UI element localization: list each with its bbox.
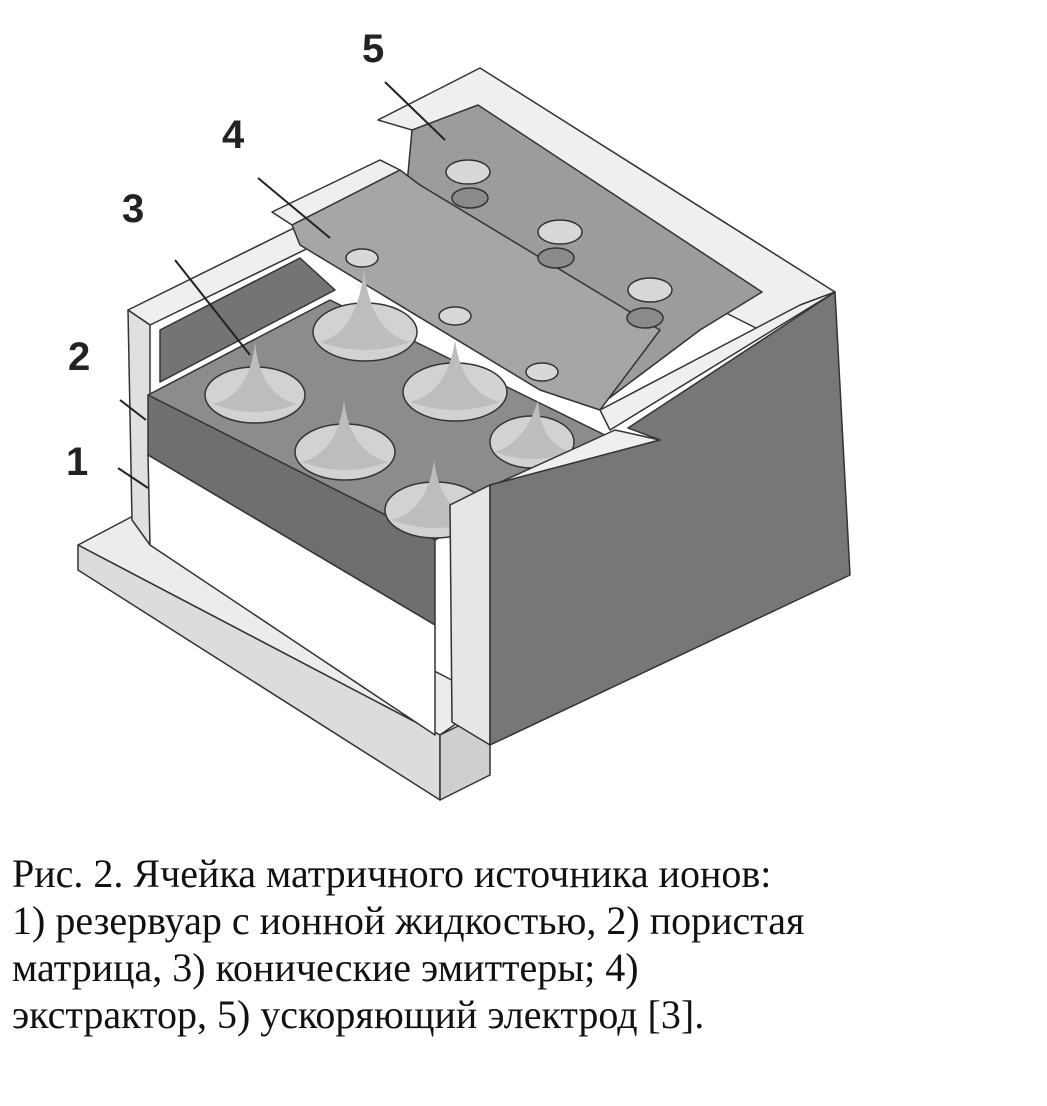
figure-caption: Рис. 2. Ячейка матричного источника ионо… bbox=[12, 850, 1032, 1038]
back-wall-interior bbox=[159, 257, 336, 383]
emitter bbox=[204, 342, 306, 424]
right-block-side bbox=[489, 291, 851, 746]
emitter bbox=[294, 400, 396, 481]
caption-line: экстрактор, 5) ускоряющий электрод [3]. bbox=[12, 992, 705, 1037]
label-1: 1 bbox=[66, 440, 88, 484]
label-4: 4 bbox=[222, 113, 245, 157]
pointer-lines bbox=[117, 81, 446, 489]
caption-line: 1) резервуар с ионной жидкостью, 2) пори… bbox=[12, 898, 805, 943]
right-wall-front bbox=[449, 484, 491, 746]
conical-emitters bbox=[204, 268, 575, 539]
emitter bbox=[489, 400, 575, 469]
label-3: 3 bbox=[122, 187, 144, 231]
emitter bbox=[312, 268, 418, 362]
reservoir-front bbox=[147, 454, 436, 736]
caption-line: матрица, 3) конические эмиттеры; 4) bbox=[12, 945, 639, 990]
electrode-holes bbox=[345, 159, 673, 382]
label-2: 2 bbox=[68, 335, 90, 379]
left-wall-front bbox=[127, 309, 151, 546]
caption-line: Рис. 2. Ячейка матричного источника ионо… bbox=[12, 851, 772, 896]
ion-source-cell-diagram: 1 2 3 4 5 bbox=[66, 27, 851, 801]
emitter bbox=[402, 340, 508, 422]
label-5: 5 bbox=[362, 27, 384, 71]
extractor-plate bbox=[291, 169, 661, 411]
